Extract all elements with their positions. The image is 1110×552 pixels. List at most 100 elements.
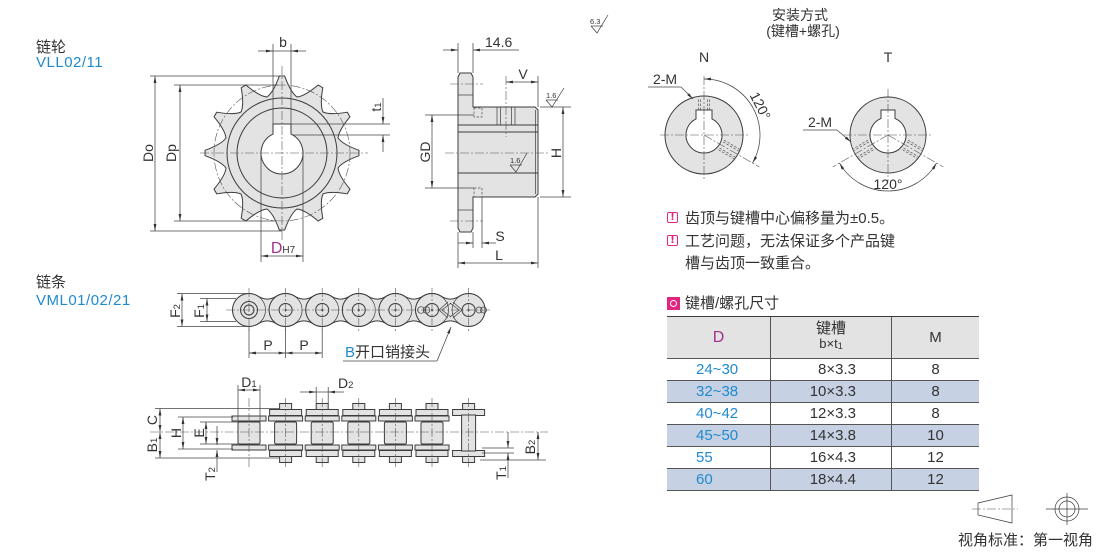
dim-label-f2-sub: 2	[172, 304, 183, 309]
dim-label-flange-width: 14.6	[485, 34, 512, 50]
pin-center	[357, 308, 360, 312]
roughness-symbol-bore: 1.6	[509, 152, 528, 173]
threaded-hole-line	[906, 141, 922, 151]
dim-label-b2: B2	[522, 440, 538, 455]
dim-label-t2-sub: 2	[207, 467, 218, 472]
dim-label-b1-sub: 1	[149, 438, 160, 443]
dim-label-pitch: P	[263, 337, 272, 353]
dim-label-b2-base: B	[522, 445, 538, 454]
threaded-hole-line	[903, 147, 919, 157]
mounting-subtitle: (键槽+螺孔)	[766, 23, 840, 39]
pin-center	[321, 308, 324, 312]
header-keyway-dims-base: b×t	[819, 336, 838, 351]
cell-d: 40~42	[667, 403, 771, 424]
pin-center	[430, 308, 434, 312]
dim-label-v: V	[518, 66, 528, 82]
dim-label-d1: D1	[241, 374, 256, 390]
angle-arc	[703, 77, 761, 164]
dim-label-b1: B1	[144, 438, 160, 453]
angle-label-t: 120°	[874, 176, 903, 192]
dim-label-b1-base: B	[144, 443, 160, 452]
roughness-symbol-general: 6.3	[590, 14, 609, 34]
pin-center	[467, 308, 470, 312]
dim-label-t1-base: T	[493, 471, 509, 480]
cell-d: 60	[667, 469, 771, 490]
dim-label-e: E	[191, 428, 207, 437]
table-row: 24~30 8×3.3 8	[667, 359, 979, 381]
dim-label-dp: Dp	[163, 144, 179, 162]
cell-d: 24~30	[667, 359, 771, 380]
header-keyway: 键槽 b×t1	[771, 317, 892, 358]
threaded-hole-line	[718, 149, 735, 160]
spring-clip	[438, 301, 449, 319]
table-row: 55 16×4.3 12	[667, 447, 979, 469]
dim-label-pitch: P	[299, 337, 308, 353]
roughness-check	[509, 152, 528, 173]
projection-trapezoid	[977, 494, 1013, 524]
hollow-pin-outer	[240, 301, 258, 319]
cell-d: 55	[667, 447, 771, 468]
leader-line	[436, 326, 452, 362]
dim-label-s: S	[495, 228, 504, 244]
cotter-pin-loop	[417, 306, 425, 314]
cell-d: 45~50	[667, 425, 771, 446]
chain-side-parts	[231, 398, 486, 468]
cell-m: 12	[927, 449, 944, 466]
dim-label-h: H	[548, 148, 564, 158]
angle-arc	[839, 162, 937, 192]
roughness-value: 6.3	[590, 17, 600, 26]
hidden-feature	[473, 107, 483, 118]
cotter-pin-loop	[480, 306, 487, 314]
sprocket-model: VLL02/11	[36, 54, 104, 71]
cell-d: 32~38	[667, 381, 771, 402]
dim-label-bore-tolerance: H7	[282, 245, 295, 256]
threaded-hole-line	[857, 147, 873, 157]
cell-m: 12	[927, 471, 944, 488]
chain-name: 链条	[36, 274, 67, 291]
section-marker-icon	[667, 297, 680, 310]
threaded-hole-line	[858, 149, 874, 159]
dim-label-d2-sub: 2	[348, 380, 353, 391]
chain-top-view: F2 F1 P P B开口销接头	[167, 288, 492, 362]
roughness-value: 1.6	[510, 156, 520, 165]
cell-keyway: 16×4.3	[771, 447, 892, 468]
header-m: M	[929, 329, 942, 346]
dim-label-t1-sub: 1	[498, 466, 509, 471]
pin	[315, 303, 330, 317]
first-angle-projection-symbol	[972, 493, 1088, 525]
dim-label-t1-base: t	[368, 108, 384, 112]
chain-side-view: D1 D2 C B1 H E T2 T1 B2	[144, 374, 548, 481]
threaded-hole-line	[854, 141, 870, 151]
cell-keyway: 12×3.3	[771, 403, 892, 424]
note-1-text: 齿顶与键槽中心偏移量为±0.5。	[685, 210, 895, 227]
spring-clip	[452, 301, 463, 319]
cell-keyway: 8×3.3	[771, 359, 892, 380]
note-2-line-2: 槽与齿顶一致重合。	[685, 255, 821, 272]
connector-label-text: 开口销接头	[355, 344, 430, 361]
dim-label-t1: T1	[493, 466, 509, 480]
mounting-code-n: N	[699, 49, 709, 65]
connector-label-prefix: B	[345, 344, 355, 361]
pin-center	[394, 308, 397, 312]
roughness-check	[590, 14, 609, 34]
table-row: 40~42 12×3.3 8	[667, 403, 979, 425]
header-d: D	[667, 317, 771, 358]
dim-label-d1-base: D	[241, 374, 251, 390]
spring-clip	[441, 302, 452, 318]
sprocket-side-view: 14.6 V H GD S L 1.6	[417, 34, 571, 268]
header-keyway-dims: b×t1	[819, 336, 842, 354]
roughness-symbol-hub-end: 1.6	[545, 87, 565, 108]
angle-label-n: 120°	[747, 89, 774, 122]
sprocket-side-outline	[457, 72, 539, 233]
dim-label-f1-sub: 1	[196, 304, 207, 309]
hole-label-t: 2-M	[808, 114, 832, 130]
sprocket-front-view: Do Dp b t1 DH7	[140, 34, 390, 262]
pin	[351, 303, 366, 317]
dim-label-f2-base: F	[167, 309, 183, 318]
dim-label-c: C	[144, 415, 160, 425]
threaded-hole-line	[723, 139, 740, 150]
mounting-code-t: T	[884, 49, 893, 65]
dim-label-do: Do	[140, 144, 156, 162]
spring-clip	[449, 302, 460, 318]
cell-keyway: 14×3.8	[771, 425, 892, 446]
